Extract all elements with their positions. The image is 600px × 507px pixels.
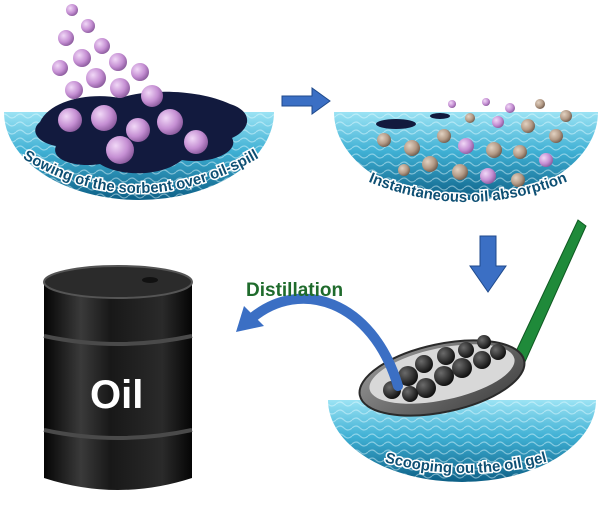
saturated-particle	[492, 116, 504, 128]
oil-gel-particle	[415, 355, 433, 373]
oil-remnant	[376, 119, 416, 129]
oil-gel-particle	[477, 335, 491, 349]
saturated-particle	[560, 110, 572, 122]
saturated-particle	[448, 100, 456, 108]
sorbent-particle	[58, 30, 74, 46]
sorbent-particle	[106, 136, 134, 164]
oil-gel-particle	[490, 344, 506, 360]
saturated-particle	[505, 103, 515, 113]
sorbent-particle	[65, 81, 83, 99]
oil-gel-particle	[437, 347, 455, 365]
sorbent-particle	[157, 109, 183, 135]
arrow-step1-to-step2	[281, 87, 331, 115]
water-waves-3	[328, 400, 596, 482]
saturated-particle	[452, 164, 468, 180]
saturated-sorbent-particles	[377, 98, 572, 187]
saturated-particle	[480, 168, 496, 184]
distillation-label: Distillation	[246, 280, 343, 301]
step-2-absorption: Instantaneous oil absorption	[334, 98, 598, 208]
oil-barrel: Oil	[43, 265, 193, 490]
distillation-arrow: Distillation	[236, 280, 403, 391]
sorbent-particle	[73, 49, 91, 67]
saturated-particle	[437, 129, 451, 143]
sorbent-particles-falling	[52, 4, 208, 164]
sorbent-particle	[86, 68, 106, 88]
oil-gel-particle	[458, 342, 474, 358]
sorbent-particle	[184, 130, 208, 154]
sorbent-particle	[66, 4, 78, 16]
oil-gel-particle	[402, 386, 418, 402]
saturated-particle	[539, 153, 553, 167]
oil-remnant	[430, 113, 450, 119]
saturated-particle	[404, 140, 420, 156]
oil-gel-particle	[398, 366, 418, 386]
step-1-sowing: Sowing of the sorbent over oil-spill	[4, 4, 274, 200]
barrel-rib-lower	[43, 428, 193, 440]
barrel-bung	[142, 277, 158, 283]
oil-gel-particle	[452, 358, 472, 378]
sorbent-particle	[110, 78, 130, 98]
saturated-particle	[549, 129, 563, 143]
saturated-particle	[535, 99, 545, 109]
sorbent-particle	[52, 60, 68, 76]
oil-gel-particles	[383, 335, 506, 402]
saturated-particle	[422, 156, 438, 172]
barrel-rib-upper	[43, 334, 193, 346]
saturated-particle	[486, 142, 502, 158]
sorbent-particle	[131, 63, 149, 81]
sorbent-particle	[94, 38, 110, 54]
sorbent-particle	[141, 85, 163, 107]
saturated-particle	[465, 113, 475, 123]
sorbent-particle	[81, 19, 95, 33]
saturated-particle	[458, 138, 474, 154]
saturated-particle	[513, 145, 527, 159]
barrel-top	[43, 265, 193, 299]
saturated-particle	[521, 119, 535, 133]
saturated-particle	[398, 164, 410, 176]
saturated-particle	[511, 173, 525, 187]
arrow-step2-to-step3	[469, 235, 507, 293]
oil-gel-particle	[416, 378, 436, 398]
oil-gel-particle	[434, 366, 454, 386]
sorbent-particle	[109, 53, 127, 71]
scoop-handle	[511, 219, 587, 365]
barrel-label: Oil	[90, 373, 143, 417]
step-3-scooping: Scooping ou the oil gel	[328, 219, 596, 482]
oil-gel-particle	[473, 351, 491, 369]
sorbent-particle	[126, 118, 150, 142]
sorbent-particle	[58, 108, 82, 132]
water-waves-2	[334, 112, 598, 200]
sorbent-particle	[91, 105, 117, 131]
saturated-particle	[482, 98, 490, 106]
saturated-particle	[377, 133, 391, 147]
